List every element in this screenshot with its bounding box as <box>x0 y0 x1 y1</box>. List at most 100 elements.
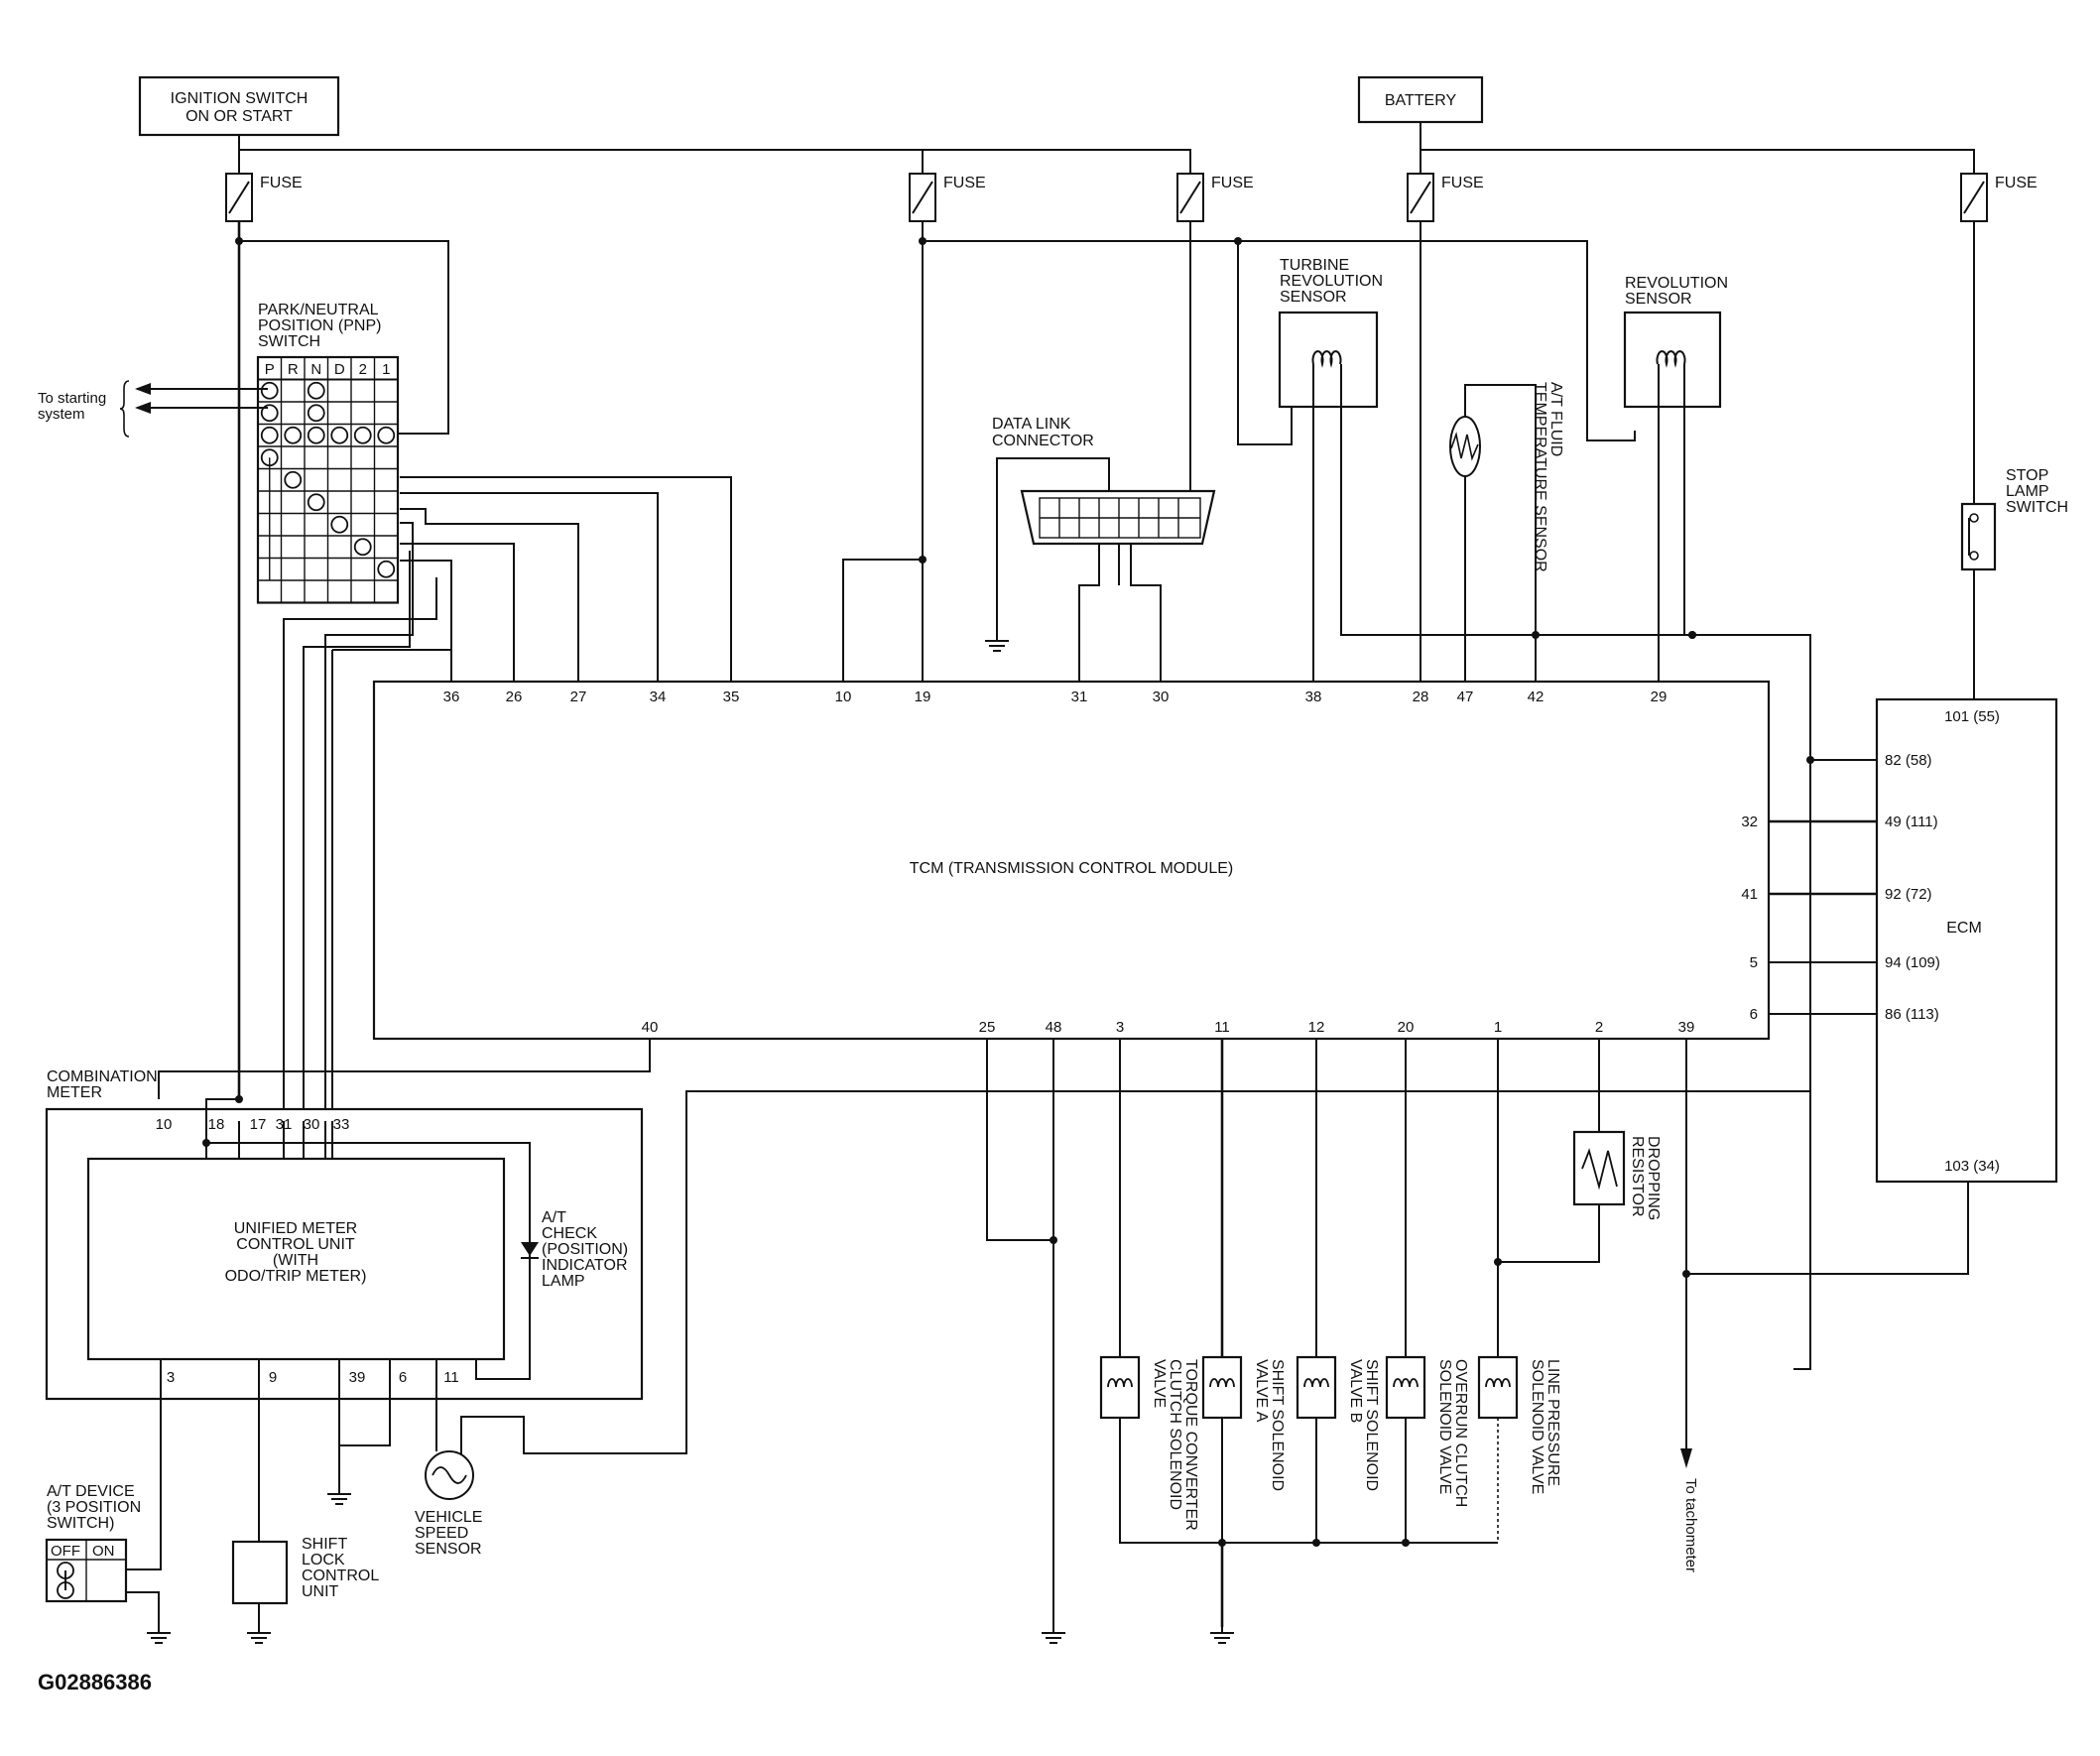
tcm-pin-label: 2 <box>1595 1019 1603 1036</box>
svg-text:TURBINE: TURBINE <box>1280 257 1349 274</box>
coil-icon <box>1107 1378 1133 1388</box>
tcm-pin-label: 20 <box>1398 1019 1415 1036</box>
pnp-contact <box>284 426 303 444</box>
solenoid-label: SHIFT SOLENOID <box>1269 1359 1286 1491</box>
svg-text:(WITH: (WITH <box>273 1252 318 1269</box>
to-starting-system: To starting system <box>38 380 268 438</box>
solenoid-label: LINE PRESSURE <box>1544 1359 1561 1486</box>
tcm-pin-label: 1 <box>1494 1019 1502 1036</box>
tcm-pin-label: 42 <box>1528 689 1544 705</box>
svg-text:LAMP: LAMP <box>542 1273 585 1290</box>
pnp-contact <box>353 538 372 557</box>
svg-text:REVOLUTION: REVOLUTION <box>1280 273 1383 290</box>
tcm-pin-label: 41 <box>1741 886 1758 903</box>
fuse-label: FUSE <box>1995 175 2038 191</box>
solenoid-label: VALVE B <box>1347 1359 1364 1423</box>
tcm-pin-label: 32 <box>1741 814 1758 830</box>
solenoid-valve <box>1477 1355 1519 1420</box>
tcm-pin-label: 11 <box>1214 1019 1230 1036</box>
fuse-label: FUSE <box>1441 175 1484 191</box>
svg-text:CONNECTOR: CONNECTOR <box>992 433 1094 449</box>
pnp-position-label: 1 <box>382 361 390 378</box>
ecm-pin-label: 94 (109) <box>1885 954 1940 971</box>
svg-text:SWITCH: SWITCH <box>2006 499 2068 516</box>
fuse-ignition-1: FUSE <box>225 173 303 222</box>
pnp-position-label: P <box>265 361 275 378</box>
shift-lock-control-unit <box>231 1540 289 1605</box>
tcm-pin-label: 36 <box>443 689 460 705</box>
solenoid-label: SOLENOID VALVE <box>1436 1359 1453 1494</box>
solenoid-valve <box>1296 1355 1337 1420</box>
pnp-contact <box>377 426 396 444</box>
meter-pin-label: 10 <box>156 1116 173 1133</box>
tcm-pin-label: 48 <box>1046 1019 1062 1036</box>
unified-meter-label: UNIFIED METER CONTROL UNIT (WITH ODO/TRI… <box>225 1220 367 1285</box>
tcm-pin-label: 34 <box>650 689 667 705</box>
tcm-pin-label: 27 <box>570 689 587 705</box>
tcm-pin-label: 6 <box>1750 1006 1758 1023</box>
meter-pin-label: 17 <box>250 1116 267 1133</box>
meter-pin-label: 33 <box>333 1116 350 1133</box>
svg-text:ODO/TRIP METER): ODO/TRIP METER) <box>225 1268 367 1285</box>
ground-icon <box>984 634 1010 652</box>
meter-pin-label: 11 <box>443 1369 459 1386</box>
meter-pin-label: 6 <box>399 1369 407 1386</box>
fluid-temp-sensor <box>1449 416 1481 477</box>
at-device-switch: OFF ON <box>45 1538 128 1603</box>
fuse-battery-1: FUSE <box>1407 173 1484 222</box>
ground-icon <box>146 1626 172 1644</box>
revolution-sensor <box>1623 311 1722 409</box>
data-link-connector-title: DATA LINK CONNECTOR <box>992 416 1094 449</box>
battery-label: BATTERY <box>1385 92 1457 109</box>
svg-text:A/T: A/T <box>542 1209 566 1226</box>
meter-pin-label: 30 <box>304 1116 320 1133</box>
svg-text:SENSOR: SENSOR <box>1625 291 1692 308</box>
svg-text:To starting: To starting <box>38 390 106 407</box>
tcm-module <box>372 680 1771 1041</box>
svg-text:(3 POSITION: (3 POSITION <box>47 1499 141 1516</box>
pnp-contact <box>307 493 325 512</box>
solenoid-label: TORQUE CONVERTER <box>1182 1359 1199 1531</box>
svg-text:SENSOR: SENSOR <box>1280 289 1347 306</box>
pnp-position-label: N <box>310 361 321 378</box>
svg-text:A/T FLUID: A/T FLUID <box>1547 382 1564 456</box>
coil-icon <box>1393 1378 1419 1388</box>
ignition-switch-box <box>138 75 340 137</box>
to-tachometer: To tachometer <box>1682 1478 1699 1572</box>
svg-text:VEHICLE: VEHICLE <box>415 1509 482 1526</box>
coil-icon <box>1303 1378 1329 1388</box>
turbine-sensor-title: TURBINE REVOLUTION SENSOR <box>1280 257 1383 306</box>
ignition-switch-label: IGNITION SWITCH <box>171 90 309 107</box>
tcm-pin-label: 26 <box>506 689 523 705</box>
pnp-position-label: 2 <box>359 361 367 378</box>
ecm-pin-bottom: 103 (34) <box>1944 1158 2000 1175</box>
svg-text:COMBINATION: COMBINATION <box>47 1068 158 1085</box>
svg-text:SWITCH: SWITCH <box>258 333 320 350</box>
pnp-position-label: R <box>288 361 299 378</box>
ignition-bus <box>238 135 1191 159</box>
svg-text:A/T DEVICE: A/T DEVICE <box>47 1483 135 1500</box>
svg-text:INDICATOR: INDICATOR <box>542 1257 628 1274</box>
pnp-position-label: D <box>334 361 345 378</box>
coil-icon <box>1209 1378 1235 1388</box>
combination-meter-title: COMBINATION METER <box>47 1068 158 1101</box>
battery-bus <box>1420 122 1975 159</box>
pnp-switch-title: PARK/NEUTRAL POSITION (PNP) SWITCH <box>258 302 381 350</box>
svg-text:CONTROL: CONTROL <box>302 1568 379 1584</box>
ground-icon <box>326 1487 352 1505</box>
svg-text:METER: METER <box>47 1084 102 1101</box>
pnp-contact <box>330 426 349 444</box>
at-device-title: A/T DEVICE (3 POSITION SWITCH) <box>47 1483 141 1532</box>
pnp-contact <box>353 426 372 444</box>
pnp-contact <box>330 515 349 534</box>
tcm-label: TCM (TRANSMISSION CONTROL MODULE) <box>910 860 1234 877</box>
solenoid-label: CLUTCH SOLENOID <box>1167 1359 1183 1510</box>
tcm-pin-label: 47 <box>1457 689 1474 705</box>
turbine-revolution-sensor <box>1278 311 1379 409</box>
solenoid-label: VALVE A <box>1253 1359 1270 1423</box>
fuse-battery-2: FUSE <box>1960 173 2038 222</box>
solenoid-valve <box>1385 1355 1426 1420</box>
tcm-pin-label: 28 <box>1413 689 1429 705</box>
